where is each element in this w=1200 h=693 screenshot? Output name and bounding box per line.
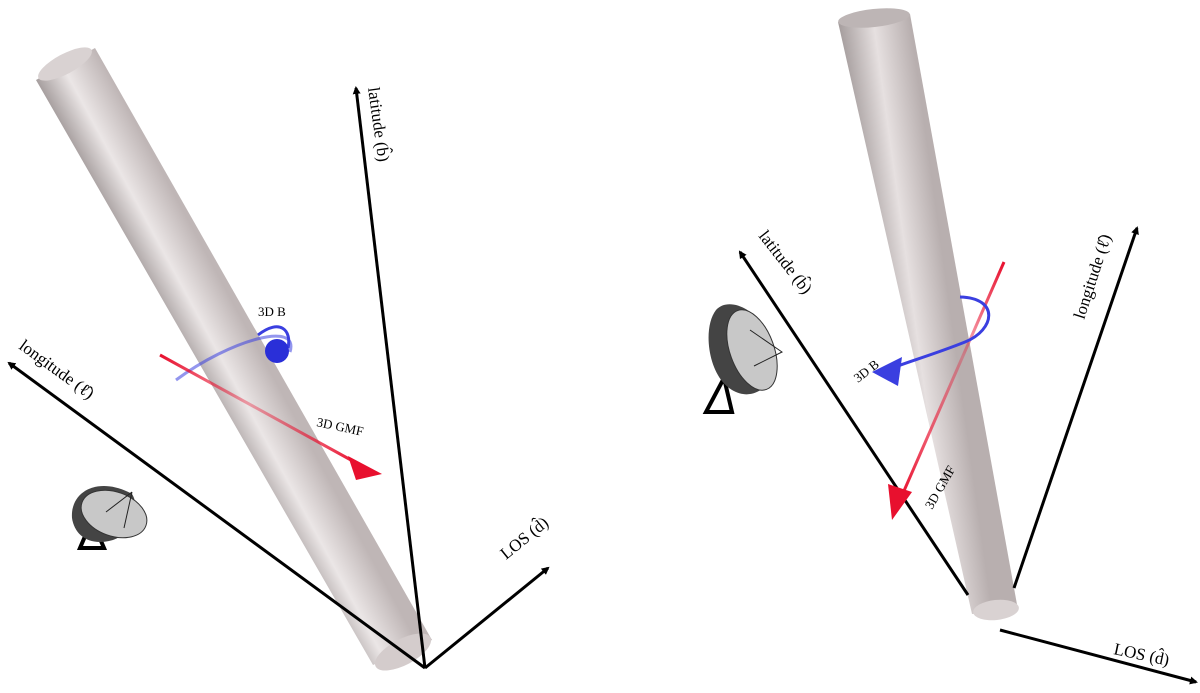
b-field-label: 3D B — [258, 304, 286, 319]
b-field-label-right: 3D B — [851, 356, 882, 385]
los-label: LOS (d̂) — [496, 512, 552, 563]
axes — [7, 86, 550, 670]
los-axis — [424, 566, 550, 670]
b-field-arrowhead — [265, 339, 289, 363]
left-panel: latitude (b̂) longitude (ℓ̂) LOS (d̂) 3D… — [7, 47, 552, 671]
axes-right — [738, 226, 1198, 685]
longitude-label: longitude (ℓ̂) — [16, 336, 98, 403]
right-panel: latitude (b̂) longitude (ℓ̂) LOS (d̂) 3D… — [702, 8, 1198, 685]
telescope-dish-icon-right — [702, 304, 783, 414]
longitude-axis — [7, 361, 426, 670]
gmf-arrowhead — [348, 456, 382, 480]
b-field-vector-right — [872, 295, 991, 386]
latitude-axis — [352, 86, 427, 669]
b-field-vector — [175, 325, 293, 382]
telescope-dish-icon — [71, 485, 148, 550]
los-axis-right — [999, 628, 1198, 685]
gmf-label: 3D GMF — [315, 414, 364, 439]
los-label-right: LOS (d̂) — [1112, 638, 1171, 669]
gmf-vector — [159, 353, 382, 480]
latitude-axis-right — [738, 250, 970, 596]
gmf-arrowhead-right — [888, 484, 912, 520]
b-field-arrowhead-right — [872, 357, 902, 386]
gmf-vector-right — [888, 261, 1006, 520]
longitude-axis-right — [1012, 226, 1139, 589]
filament-cylinder-right — [838, 8, 1019, 621]
latitude-label: latitude (b̂) — [364, 86, 394, 163]
